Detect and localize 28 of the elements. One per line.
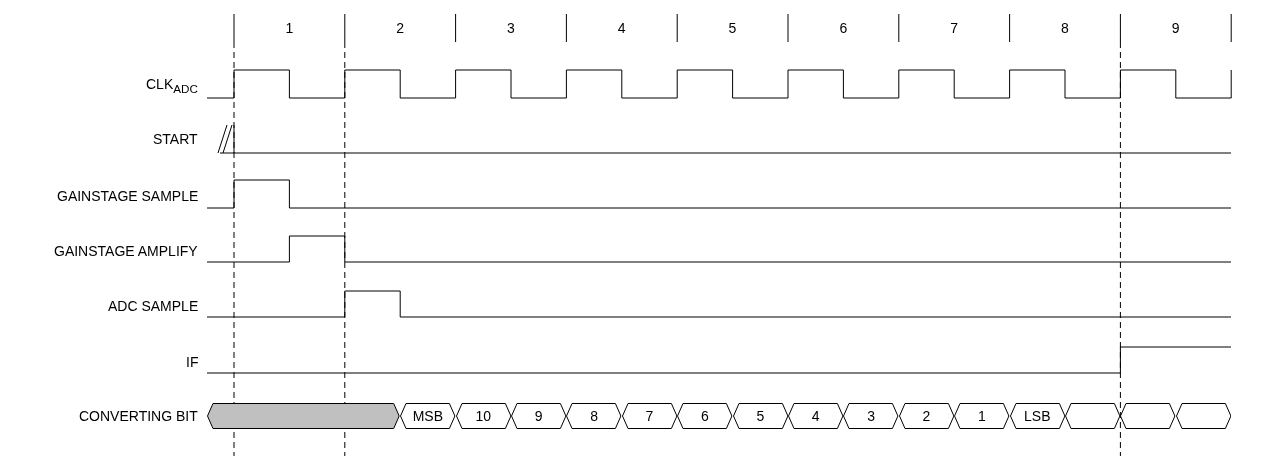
bus-segment: 9 xyxy=(511,403,567,429)
cycle-number: 4 xyxy=(617,20,626,36)
cycle-number: 1 xyxy=(285,20,294,36)
bus-segment: 3 xyxy=(843,403,899,429)
signal-name: GAINSTAGE AMPLIFY xyxy=(54,243,198,259)
cycle-number: 5 xyxy=(728,20,737,36)
bus-segment: 2 xyxy=(898,403,955,429)
bus-segment: 6 xyxy=(677,403,733,429)
cycle-number: 6 xyxy=(839,20,848,36)
signal-name: CLK$_{ADC}$ xyxy=(146,76,198,97)
cycle-number: 8 xyxy=(1061,20,1069,36)
bus-segment: 10 xyxy=(455,403,511,429)
cycle-number: 7 xyxy=(950,20,958,36)
bus-segment: 5 xyxy=(732,403,788,429)
signal-name: START xyxy=(153,131,198,147)
signal-name: ADC SAMPLE xyxy=(108,298,199,314)
bus-segment: 4 xyxy=(788,403,844,429)
cycle-number: 3 xyxy=(507,20,515,36)
bus-segment: 7 xyxy=(621,403,678,429)
bus-segment: 1 xyxy=(954,403,1010,429)
signal-name: CONVERTING BIT xyxy=(79,408,198,424)
signal-name: IF xyxy=(186,354,199,370)
bus-segment: 8 xyxy=(566,403,622,429)
bus-segment: MSB xyxy=(400,403,456,429)
cycle-number: 9 xyxy=(1171,20,1180,36)
bus-segment: LSB xyxy=(1009,403,1065,429)
cycle-number: 2 xyxy=(396,20,404,36)
signal-name: GAINSTAGE SAMPLE xyxy=(57,188,199,204)
